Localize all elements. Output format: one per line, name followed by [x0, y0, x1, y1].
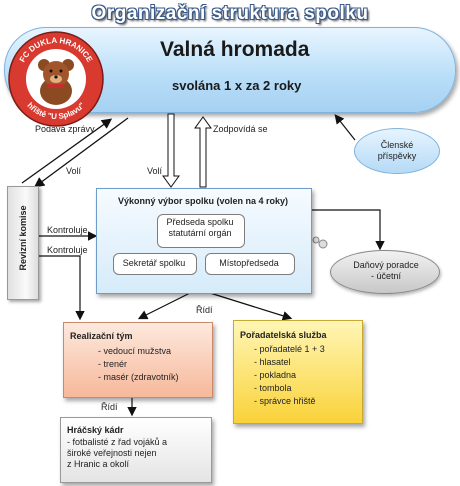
label-reports: Podává zprávy — [35, 124, 95, 134]
steward-service-list: - pořadatelé 1 + 3 - hlasatel - pokladna… — [254, 343, 325, 408]
player-base-line1: - fotbalisté z řad vojáků a — [67, 437, 168, 447]
page-title: Organizační struktura spolku — [91, 3, 369, 24]
member-fees-bubble — [354, 128, 440, 174]
chairman-label: Předseda spolku statutární orgán — [157, 217, 243, 239]
club-logo: FC DUKLA HRANICE hřiště "U Splavu" — [8, 31, 104, 127]
list-item: - masér (zdravotník) — [98, 372, 179, 382]
list-item: - tombola — [254, 383, 292, 393]
steward-service-title: Pořadatelská služba — [240, 330, 327, 340]
label-elects-center: Volí — [147, 166, 163, 176]
implementation-team-list: - vedoucí mužstva - trenér - masér (zdra… — [98, 345, 179, 384]
list-item: - pořadatelé 1 + 3 — [254, 344, 325, 354]
label-controls-2: Kontroluje — [47, 245, 88, 255]
list-item: - hlasatel — [254, 357, 291, 367]
arrow-elects-executive — [162, 113, 180, 188]
label-manages-1: Řídí — [196, 305, 213, 315]
arrow-tax-advisor — [310, 209, 385, 251]
executive-committee-title: Výkonný výbor spolku (volen na 4 roky) — [118, 196, 289, 206]
steward-service-box — [233, 320, 363, 424]
arrow-reports — [21, 118, 113, 184]
audit-commission-label: Revizní komise — [18, 205, 28, 271]
arrow-controls-team — [38, 255, 85, 321]
arrow-manages-team — [137, 292, 191, 320]
label-manages-2: Řídí — [101, 402, 118, 412]
player-base-line3: z Hranic a okolí — [67, 459, 130, 469]
secretary-label: Sekretář spolku — [122, 258, 186, 268]
vice-chairman-label: Místopředseda — [219, 258, 279, 268]
implementation-team-box — [63, 322, 213, 398]
tax-advisor-line2: - účetní — [370, 271, 401, 281]
list-item: - pokladna — [254, 370, 297, 380]
tax-advisor-label: Daňový poradce - účetní — [340, 260, 432, 282]
arrow-manages-steward — [209, 292, 293, 321]
secretary-box — [113, 253, 197, 275]
label-elects-left: Volí — [66, 166, 82, 176]
member-fees-label: Členské příspěvky — [362, 140, 432, 162]
player-base-box — [60, 417, 212, 483]
chairman-box — [157, 214, 245, 248]
player-base-text: - fotbalisté z řad vojáků a široké veřej… — [67, 437, 207, 470]
player-base-line2: široké veřejnosti nejen — [67, 448, 157, 458]
chairman-line1: Předseda spolku — [166, 217, 234, 227]
tax-advisor-cloud — [330, 250, 440, 294]
tax-advisor-line1: Daňový poradce — [353, 260, 419, 270]
general-meeting-title: Valná hromada — [160, 38, 310, 61]
label-accountable: Zodpovídá se — [213, 124, 268, 134]
teddy-bear-icon — [38, 59, 74, 105]
member-fees-line2: příspěvky — [377, 151, 417, 161]
arrow-elects-audit — [33, 117, 129, 188]
member-fees-line1: Členské — [380, 140, 414, 150]
list-item: - vedoucí mužstva — [98, 346, 172, 356]
vice-chairman-box — [205, 253, 295, 275]
audit-commission-box — [7, 186, 39, 300]
list-item: - trenér — [98, 359, 128, 369]
list-item: - správce hřiště — [254, 396, 316, 406]
label-controls-1: Kontroluje — [47, 225, 88, 235]
chairman-line2: statutární orgán — [168, 228, 232, 238]
arrow-member-fees — [334, 114, 356, 141]
player-base-title: Hráčský kádr — [67, 425, 124, 435]
implementation-team-title: Realizační tým — [70, 331, 133, 341]
arrow-accountable — [194, 116, 212, 188]
general-meeting-frequency: svolána 1 x za 2 roky — [172, 78, 302, 93]
